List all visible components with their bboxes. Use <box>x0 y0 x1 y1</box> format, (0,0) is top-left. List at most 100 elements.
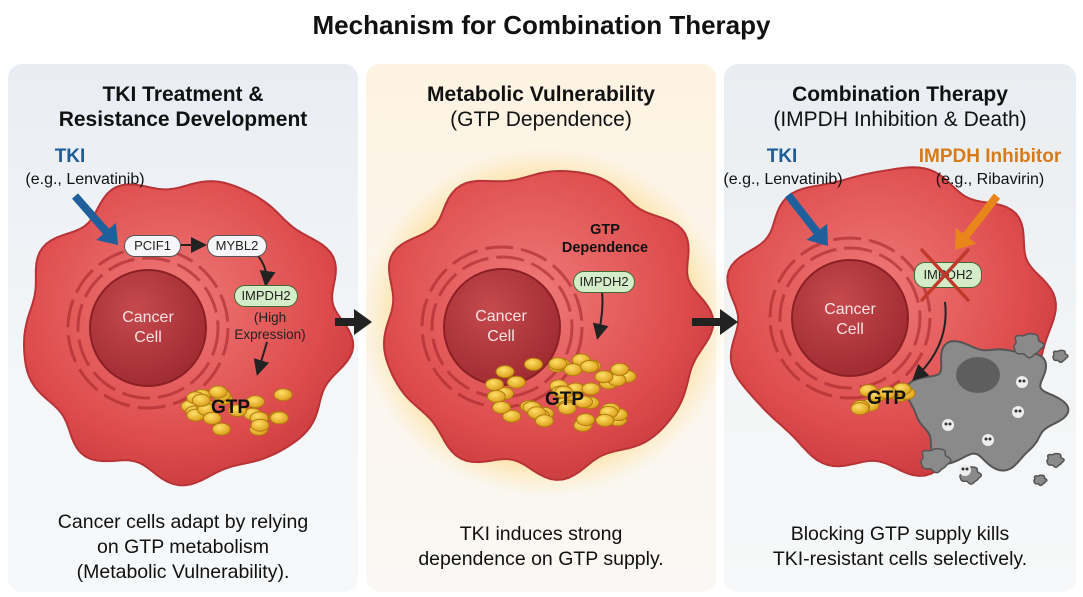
arrow-head <box>96 222 118 245</box>
debris-fragment <box>920 447 952 474</box>
gtp-granule <box>610 362 630 376</box>
skull-icon <box>1012 406 1024 418</box>
skull-eye <box>988 437 992 441</box>
gtp-granule <box>502 409 522 423</box>
skull-icon <box>982 434 994 446</box>
arrow-shaft <box>71 193 110 235</box>
tki-label: TKI <box>766 146 798 167</box>
gtp-granule <box>491 400 511 414</box>
gtp-granule <box>534 414 554 428</box>
gtp-label-1: GTP <box>211 397 251 418</box>
high-expression-note: (High Expression) <box>225 309 315 343</box>
caption-line: Blocking GTP supply kills <box>790 523 1010 545</box>
panel-2-title: Metabolic Vulnerability (GTP Dependence) <box>366 82 716 132</box>
arrow-head <box>806 223 828 246</box>
skull-head <box>942 419 954 431</box>
arrow-shaft <box>962 193 1001 239</box>
gtp-granule <box>484 377 504 391</box>
gtp-granule <box>576 413 596 427</box>
gtp-granule <box>228 404 248 418</box>
gtp-label-2: GTP <box>545 389 585 410</box>
gtp-granule <box>548 357 568 371</box>
panel-1-title-line-2: Resistance Development <box>58 108 308 131</box>
inhibitor-example: (e.g., Ribavirin) <box>935 171 1045 188</box>
gtp-granule <box>211 422 231 436</box>
gtp-granule <box>495 365 515 379</box>
gtp-granule <box>581 382 601 396</box>
nucleus <box>791 259 909 377</box>
dead-nucleus <box>956 357 1000 393</box>
skull-head <box>1012 406 1024 418</box>
dependence-line-2: Dependence <box>561 240 649 256</box>
cancer-cell-label-2: Cancer Cell <box>461 307 541 347</box>
impdh-inhibitor-label: IMPDH Inhibitor <box>918 146 1062 167</box>
skull-eye <box>1022 379 1026 383</box>
arrow-head <box>955 227 977 250</box>
gtp-granule <box>850 402 870 416</box>
cell-label-line-2: Cell <box>836 321 864 338</box>
gtp-granule <box>202 411 222 425</box>
cell-label-line-2: Cell <box>134 329 162 346</box>
next-step-arrow-icon <box>692 309 738 335</box>
note-line-2: Expression) <box>234 327 306 342</box>
skull-eye <box>965 467 969 471</box>
inhibitor-arrow-icon <box>955 193 1001 250</box>
gtp-granule <box>486 389 506 403</box>
tki-example: (e.g., Lenvatinib) <box>25 171 145 188</box>
skull-eye <box>1018 379 1022 383</box>
cell-label-line-1: Cancer <box>475 308 527 325</box>
caption-line: (Metabolic Vulnerability). <box>76 561 290 583</box>
gtp-granule <box>574 395 594 409</box>
panel-1-title: TKI Treatment & Resistance Development <box>8 82 358 132</box>
cell-label-line-2: Cell <box>487 328 515 345</box>
impdh2-node: IMPDH2 <box>234 285 298 307</box>
skull-icon <box>942 419 954 431</box>
panel-2-caption: TKI induces strong dependence on GTP sup… <box>366 522 716 572</box>
pathway-arrow-icon <box>253 341 270 376</box>
arrow-head <box>720 309 738 335</box>
gtp-granule <box>595 413 615 427</box>
panel-3-title-line-2: (IMPDH Inhibition & Death) <box>773 108 1027 131</box>
skull-head <box>982 434 994 446</box>
nucleus <box>89 269 207 387</box>
tki-label: TKI <box>54 146 86 167</box>
caption-line: Cancer cells adapt by relying <box>57 511 309 533</box>
gtp-granule <box>506 375 526 389</box>
skull-head <box>1016 376 1028 388</box>
panel-3-title-line-1: Combination Therapy <box>792 83 1008 106</box>
gtp-dependence-label: GTP Dependence <box>555 221 655 257</box>
caption-line: TKI-resistant cells selectively. <box>772 548 1028 570</box>
gtp-granule <box>245 395 265 409</box>
cancer-cell-label-1: Cancer Cell <box>108 308 188 348</box>
skull-icon <box>1016 376 1028 388</box>
caption-line: TKI induces strong <box>459 523 623 545</box>
gtp-granule <box>557 401 577 415</box>
next-step-arrow-icon <box>335 309 372 335</box>
mybl2-node: MYBL2 <box>207 235 267 257</box>
pathway-arrow-icon <box>912 301 947 381</box>
dependence-line-1: GTP <box>590 222 620 238</box>
panel-1-caption: Cancer cells adapt by relying on GTP met… <box>8 510 358 585</box>
dead-cell-debris <box>905 332 1070 487</box>
debris-fragment <box>1033 474 1048 487</box>
skull-head <box>959 464 971 476</box>
panel-3-title: Combination Therapy (IMPDH Inhibition & … <box>724 82 1076 132</box>
gtp-granule <box>523 357 543 371</box>
impdh2-node: IMPDH2 <box>573 271 635 293</box>
diagram-title: Mechanism for Combination Therapy <box>312 10 771 40</box>
tki-arrow-icon <box>71 193 118 245</box>
panel-1-title-line-1: TKI Treatment & <box>102 83 264 106</box>
gtp-granule <box>594 370 614 384</box>
impdh2-node-inhibited: IMPDH2 <box>914 262 982 288</box>
gtp-granule <box>554 385 574 399</box>
debris-fragment <box>1046 452 1065 468</box>
skull-eye <box>1014 409 1018 413</box>
pathway-arrow-icon <box>257 255 276 287</box>
gtp-label-3: GTP <box>867 388 907 409</box>
pcif1-node: PCIF1 <box>124 235 181 257</box>
skull-eye <box>944 422 948 426</box>
tki-example: (e.g., Lenvatinib) <box>723 171 843 188</box>
arrow-shaft <box>784 192 821 235</box>
